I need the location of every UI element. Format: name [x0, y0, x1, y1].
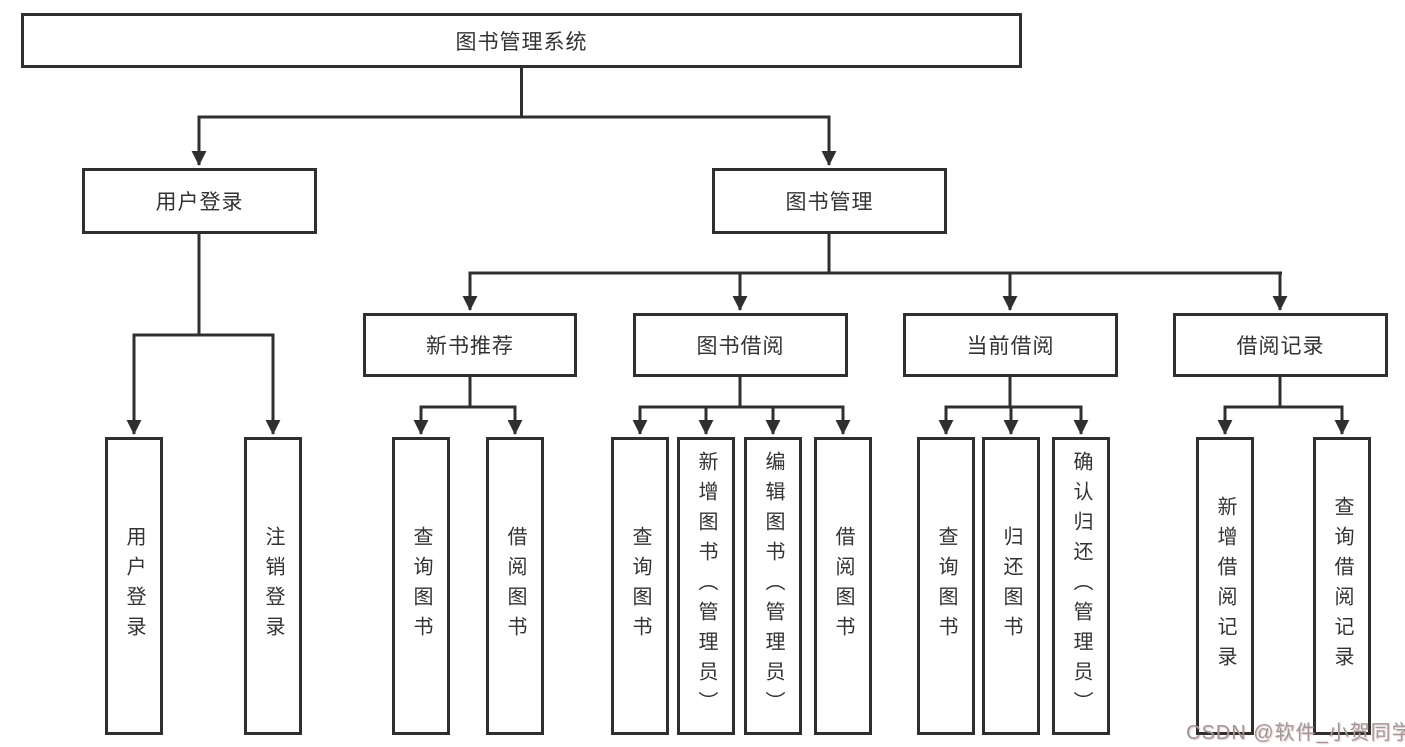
watermark-text: CSDN @软件_小贺同学: [1186, 722, 1405, 744]
node-user-login: 用户登录: [82, 168, 317, 234]
leaf-query-borrow-record: 查询借阅记录: [1313, 437, 1371, 735]
leaf-edit-book-admin: 编辑图书（管理员）: [744, 437, 802, 735]
leaf-add-borrow-record: 新增借阅记录: [1196, 437, 1254, 735]
leaf-user-login: 用户登录: [105, 437, 163, 735]
leaf-add-book-admin: 新增图书（管理员）: [677, 437, 735, 735]
node-borrow-records: 借阅记录: [1173, 313, 1388, 377]
leaf-query-books: 查询图书: [611, 437, 669, 735]
node-library-system: 图书管理系统: [21, 13, 1022, 68]
leaf-confirm-return-admin: 确认归还（管理员）: [1052, 437, 1110, 735]
leaf-borrow-books: 借阅图书: [814, 437, 872, 735]
node-new-book-recommend: 新书推荐: [363, 313, 577, 377]
leaf-borrow-books: 借阅图书: [486, 437, 544, 735]
leaf-query-books: 查询图书: [917, 437, 975, 735]
node-current-borrow: 当前借阅: [903, 313, 1118, 377]
leaf-logout: 注销登录: [244, 437, 302, 735]
node-book-borrow: 图书借阅: [633, 313, 848, 377]
leaf-query-books: 查询图书: [392, 437, 450, 735]
node-book-management: 图书管理: [712, 168, 947, 234]
leaf-return-books: 归还图书: [982, 437, 1040, 735]
